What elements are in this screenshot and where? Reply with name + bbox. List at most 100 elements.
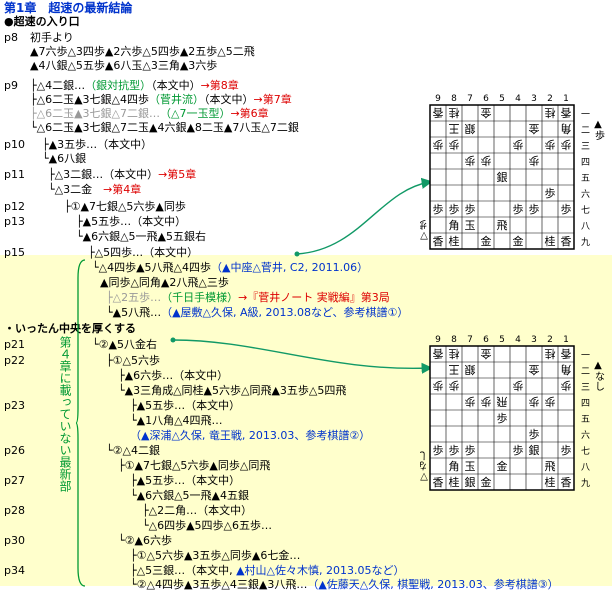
- move-line: └△4四歩▲5八飛△4四歩（▲中座△菅井, C2, 2011.06）: [92, 261, 368, 275]
- move-text: └▲6六銀△5一飛▲4五銀: [130, 489, 249, 502]
- piece: 歩: [513, 443, 524, 457]
- move-line: └▲6八銀: [42, 152, 86, 166]
- page-ref: p30: [4, 534, 25, 547]
- file-label: 2: [547, 335, 553, 345]
- move-text: ├①▲7七銀△5六歩▲同歩△同飛: [118, 459, 271, 472]
- move-text: ▲7六歩△3四歩▲2六歩△5四歩▲2五歩△5二飛: [30, 45, 255, 58]
- piece: 金: [529, 122, 540, 136]
- move-text: └②▲5八金右: [92, 338, 157, 351]
- piece: 金: [481, 347, 492, 361]
- piece: 歩: [513, 379, 524, 393]
- file-label: 3: [531, 335, 537, 345]
- move-line: └②△4二銀: [106, 444, 160, 458]
- move-text: ├△6二玉▲3七銀△4四歩: [30, 93, 149, 106]
- piece: 銀: [465, 475, 476, 489]
- move-line: ├△3二銀…（本文中）→第5章: [48, 168, 196, 182]
- rank-label: 四: [581, 399, 590, 409]
- move-text: └△6四歩▲5四歩△6五歩…: [142, 519, 272, 532]
- piece: 香: [433, 347, 444, 360]
- rank-label: 二: [581, 367, 590, 377]
- move-line: ▲4八銀△5五歩▲6八玉△3三角▲3六歩: [30, 59, 217, 73]
- file-label: 3: [531, 94, 537, 104]
- rank-label: 七: [581, 446, 590, 457]
- piece: 角: [449, 460, 460, 473]
- rank-label: 二: [581, 126, 590, 136]
- move-text: ├①△5六歩: [106, 354, 160, 367]
- piece: 王: [449, 363, 460, 376]
- piece: 歩: [529, 154, 540, 168]
- move-line: （▲深浦△久保, 竜王戦, 2013.03、参考棋譜②）: [130, 429, 370, 443]
- move-line: ▲7六歩△3四歩▲2六歩△5四歩▲2五歩△5二飛: [30, 45, 255, 59]
- move-text: ├▲3五歩…（本文中）: [42, 138, 153, 151]
- move-line: ├▲6六歩…（本文中）: [118, 369, 228, 383]
- piece: 歩: [561, 138, 572, 152]
- piece: 香: [561, 347, 572, 360]
- move-line: ├①▲7七銀△5六歩▲同歩△同飛: [118, 459, 270, 473]
- move-text: （本文中）: [204, 93, 254, 106]
- move-text: ▲4八銀△5五歩▲6八玉△3三角▲3六歩: [30, 59, 218, 72]
- piece: 歩: [449, 443, 460, 457]
- rank-label: 六: [581, 429, 590, 441]
- piece: 香: [433, 106, 444, 119]
- move-text: ├▲5五歩…（本文中）: [130, 399, 241, 412]
- move-line: └②▲5八金右: [92, 338, 157, 352]
- move-text: └▲1八角△4四飛…: [130, 414, 223, 427]
- piece: 銀: [465, 122, 476, 136]
- rank-label: 八: [581, 463, 590, 473]
- move-text: ├①△5六歩▲3五歩△同歩▲6七金…: [130, 549, 301, 562]
- move-line: └△6二玉▲3七銀△7二玉▲4六銀▲8二玉▲7八玉△7二銀: [30, 121, 299, 135]
- move-text: └②▲6六歩: [118, 534, 172, 547]
- piece: 金: [529, 363, 540, 377]
- piece: 桂: [545, 475, 556, 489]
- rank-label: 三: [581, 383, 590, 393]
- page-ref: p22: [4, 354, 25, 367]
- rank-label: 四: [581, 158, 590, 168]
- page-ref: p10: [4, 138, 25, 151]
- move-line: ├△4二銀…（銀対抗型）（本文中）→第8章: [30, 79, 239, 93]
- move-line: └▲6六銀△5一飛▲5五銀右: [76, 230, 206, 244]
- piece: 歩: [481, 395, 492, 409]
- page-ref: p13: [4, 215, 25, 228]
- move-line: ├△5三銀…（本文中, ▲村山△佐々木慎, 2013.05など）: [130, 564, 404, 578]
- piece: 香: [561, 106, 572, 119]
- move-text: ├△2五歩…: [106, 291, 162, 304]
- sente-hand: ▽歩: [420, 219, 430, 241]
- move-text: └△6二玉▲3七銀△7二玉▲4六銀▲8二玉▲7八玉△7二銀: [30, 121, 299, 134]
- piece: 銀: [529, 443, 540, 457]
- file-label: 9: [435, 335, 441, 345]
- page-ref: p11: [4, 168, 25, 181]
- move-text: └▲6八銀: [42, 152, 87, 165]
- piece: 歩: [529, 395, 540, 409]
- move-text: （菅井流）: [149, 93, 204, 106]
- page-ref: p23: [4, 399, 25, 412]
- move-text: └△3二金: [48, 183, 104, 196]
- rank-label: 九: [581, 237, 590, 248]
- piece: 歩: [481, 154, 492, 168]
- rank-label: 五: [581, 174, 590, 184]
- move-text: （▲深浦△久保, 竜王戦, 2013.03、参考棋譜②）: [130, 429, 371, 442]
- rank-label: 八: [581, 222, 590, 232]
- move-line: └▲1八角△4四飛…: [130, 414, 223, 428]
- rank-label: 一: [581, 110, 590, 120]
- page-ref: p26: [4, 444, 25, 457]
- move-text: ├△3二銀…（本文中）: [48, 168, 159, 181]
- piece: 歩: [497, 411, 508, 425]
- move-text: └▲5八飛…: [106, 306, 162, 319]
- piece: 玉: [465, 460, 476, 473]
- piece: 香: [433, 235, 444, 248]
- move-text: ├△6二玉▲3七銀△7二銀…: [30, 107, 160, 120]
- move-text: └▲3三角成△同桂▲5六歩△同飛▲3五歩△5四飛: [118, 384, 347, 397]
- move-line: └△6四歩▲5四歩△6五歩…: [142, 519, 272, 533]
- move-line: ├▲5五歩…（本文中）: [130, 399, 240, 413]
- move-line: └▲3三角成△同桂▲5六歩△同飛▲3五歩△5四飛: [118, 384, 346, 398]
- gote-hand: ▲歩: [593, 119, 605, 141]
- move-text: （▲屋敷△久保, A級, 2013.08など、参考棋譜①）: [161, 306, 409, 319]
- piece: 歩: [433, 379, 444, 393]
- move-text: 初手より: [30, 31, 74, 44]
- file-label: 6: [483, 335, 489, 345]
- file-label: 5: [499, 94, 505, 104]
- move-text: →第7章: [253, 93, 292, 106]
- move-text: ├△5四歩…（本文中）: [88, 246, 199, 259]
- page-ref: p9: [4, 79, 18, 92]
